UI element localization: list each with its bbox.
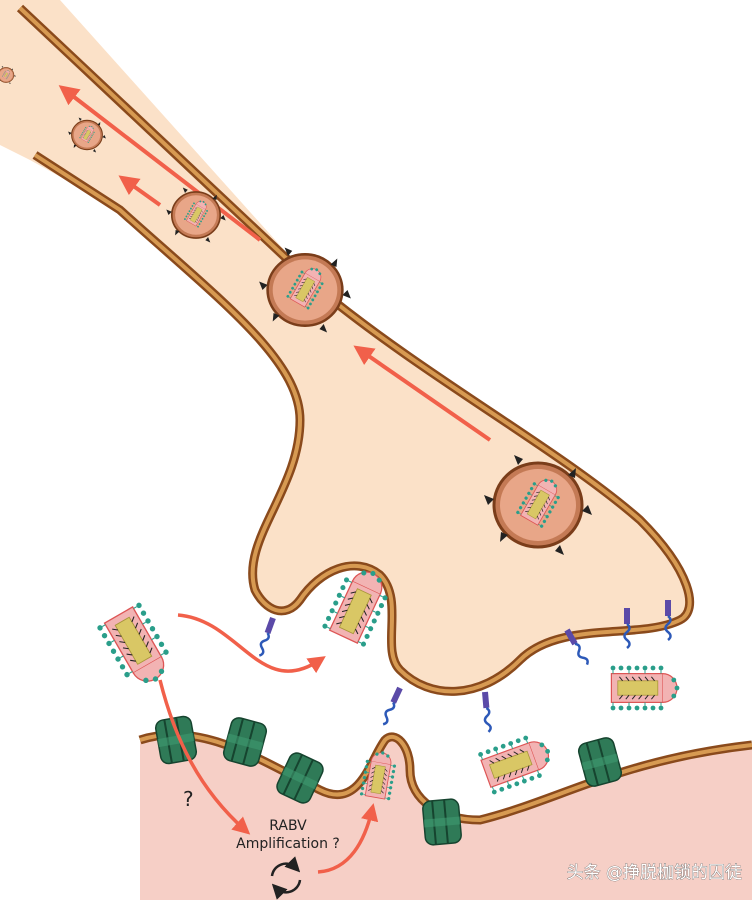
presynaptic-receptor xyxy=(379,685,404,727)
virion-bound-bottom xyxy=(476,728,559,796)
virion-bound-right xyxy=(609,664,681,712)
amplification-label-line2: Amplification ? xyxy=(236,836,340,852)
nachr-receptor xyxy=(421,797,463,847)
watermark: 头条 @挣脱枷锁的囚徒 xyxy=(567,863,742,883)
retrograde-arrow-1 xyxy=(353,345,492,442)
presynaptic-receptor xyxy=(480,690,493,734)
retrograde-arrow-2 xyxy=(58,85,262,242)
muscle-entry-arrow xyxy=(158,679,251,835)
entry-arrow xyxy=(177,613,326,674)
cycle-arrows-icon xyxy=(270,856,302,900)
retrograde-arrow-3 xyxy=(118,175,162,207)
virion-free xyxy=(95,601,180,695)
egress-arrow xyxy=(317,803,379,874)
nachr-receptor xyxy=(153,714,199,766)
amplification-label-line1: RABV xyxy=(269,818,307,834)
presynaptic-receptor xyxy=(255,615,278,658)
question-mark-label: ? xyxy=(183,787,194,811)
nachr-receptor xyxy=(575,735,625,789)
